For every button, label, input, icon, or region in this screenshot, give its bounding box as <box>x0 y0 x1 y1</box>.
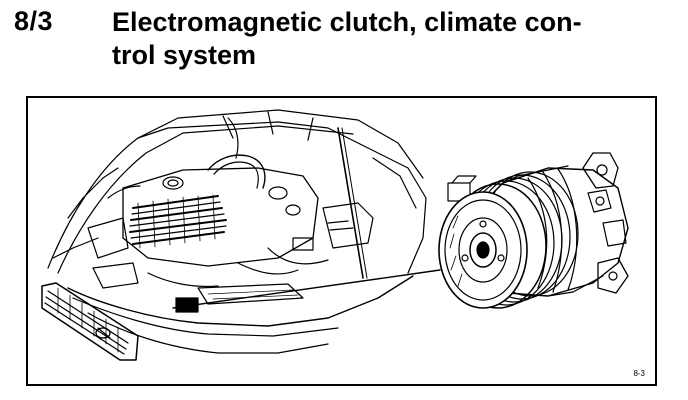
heading-line-2: trol system <box>112 40 257 70</box>
engine-compressor-illustration <box>28 98 657 386</box>
section-number: 8/3 <box>14 6 54 36</box>
front-grille <box>42 283 138 360</box>
section-heading: Electromagnetic clutch, climate con- tro… <box>112 6 672 72</box>
figure-code: 8-3 <box>633 369 645 378</box>
figure-frame: 8-3 <box>26 96 657 386</box>
ac-compressor <box>439 153 628 308</box>
pointer-line <box>173 270 440 308</box>
heading-line-1: Electromagnetic clutch, climate con- <box>112 7 582 37</box>
intake-manifold <box>130 195 226 248</box>
engine-bay-drawing <box>48 110 426 353</box>
